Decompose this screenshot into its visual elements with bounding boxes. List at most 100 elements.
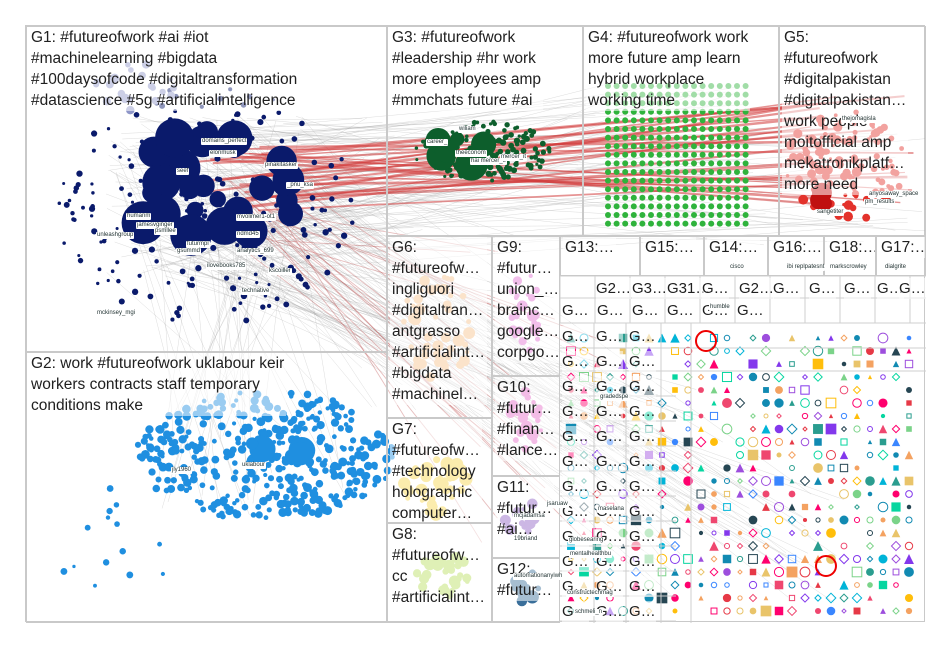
small-group-label: G… [773,278,800,299]
node [605,169,611,175]
node [62,182,66,186]
group-box-g18[interactable]: G18:… [824,236,876,276]
node-label: technative [241,288,271,295]
node [279,138,285,144]
node [232,500,237,506]
node [200,506,207,513]
node [102,559,110,566]
node [295,409,301,415]
group-box-g13[interactable]: G13:… [560,236,640,276]
node [799,566,811,578]
small-group-label: G… [562,476,589,497]
node [657,489,667,499]
node [630,134,637,141]
node [290,496,299,506]
node [725,203,732,210]
node-label: wiliam [458,126,477,133]
node [223,448,231,457]
node [696,359,706,369]
node [716,194,723,201]
group-box-g3[interactable]: G3: #futureofwork #leadership #hr work m… [387,26,583,236]
node [192,174,215,198]
group-box-g6[interactable]: G6: #futureofw… ingliguori #digitaltran…… [387,236,492,418]
node [415,158,419,162]
group-box-g11[interactable]: G11: #futur… #ai… [492,476,560,558]
node-label: _pnu_ksa [286,182,315,189]
node [166,280,171,285]
node [684,334,692,342]
node [682,203,689,210]
small-group-label: G… [629,451,656,472]
node [671,438,679,446]
node [801,503,809,511]
group-box-g5[interactable]: G5: #futureofwork #digitalpakistan #digi… [779,26,926,236]
node [866,451,874,459]
node [761,450,771,460]
node [656,186,663,193]
group-box-g12[interactable]: G12: #futur… [492,558,560,623]
node [89,214,94,218]
node [762,490,770,498]
group-box-g8[interactable]: G8: #futureofw… cc #artificialint… [387,523,492,623]
node [734,126,740,132]
group-box-g9[interactable]: G9: #futur… union_… brainc… google… corp… [492,236,560,376]
group-box-g14[interactable]: G14:… [704,236,768,276]
node [698,426,704,432]
node [219,180,226,187]
node [891,424,901,434]
node-label: globesearing [568,537,605,544]
node [322,467,329,474]
small-group-label: G… [597,300,624,321]
group-box-g17[interactable]: G17:… [876,236,926,276]
edge [164,148,528,468]
node [697,373,705,381]
node [211,455,220,464]
node [90,182,94,186]
node [761,476,771,486]
node [259,496,268,506]
node [348,408,355,416]
node [709,541,719,551]
node [657,398,667,408]
node [630,194,637,201]
group-box-g15[interactable]: G15:… [640,236,704,276]
group-box-g10[interactable]: G10: #futur… #finan… #lance… [492,376,560,476]
group-box-g7[interactable]: G7: #futureofw… #technology holographic … [387,418,492,523]
node [622,177,629,184]
node [691,186,697,193]
small-group-label: G… [629,376,656,397]
node [502,175,507,180]
node [762,542,770,550]
node [878,580,888,590]
group-box-g1[interactable]: G1: #futureofwork #ai #iot #machinelearn… [26,26,387,352]
node [736,542,744,550]
node [684,503,692,511]
node [356,447,361,452]
node [682,151,689,158]
node [267,282,271,287]
node [742,194,749,201]
node [891,372,901,382]
node [904,593,914,603]
node [230,285,237,292]
node [711,400,717,406]
node [776,361,782,367]
node [761,554,771,564]
node [725,117,732,124]
node [648,117,654,124]
node [349,455,356,463]
node [60,567,68,575]
node [639,160,646,167]
node [114,521,120,527]
node [736,490,744,498]
node [241,485,250,493]
node-label: ndmd45 [236,231,260,238]
group-label-g4: G4: #futureofwork work more future amp l… [586,27,751,111]
group-box-g2[interactable]: G2: work #futureofwork uklabour keir wor… [26,352,387,623]
group-box-g16[interactable]: G16:… [768,236,824,276]
node [711,491,717,497]
node [853,516,861,524]
node [302,503,311,513]
group-box-g4[interactable]: G4: #futureofwork work more future amp l… [583,26,779,236]
node [789,439,795,445]
